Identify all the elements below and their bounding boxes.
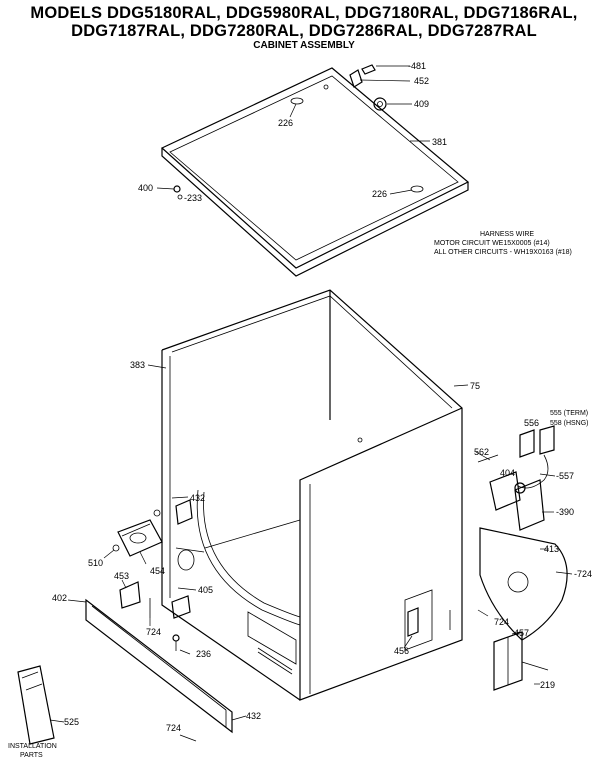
top-panel	[160, 67, 470, 277]
label-557: -557	[556, 471, 574, 481]
label-75: 75	[470, 381, 480, 391]
harness-note-title: HARNESS WIRE	[480, 231, 534, 238]
label-400: 400	[138, 183, 153, 193]
label-413: 413	[544, 544, 559, 554]
label-236: 236	[196, 649, 211, 659]
front-panel-413	[479, 527, 568, 641]
label-724-bottom: 724	[166, 723, 181, 733]
label-381: 381	[432, 137, 447, 147]
label-402: 402	[52, 593, 67, 603]
toe-panel-402	[85, 598, 233, 734]
label-456: 456	[394, 646, 409, 656]
label-457: 457	[514, 628, 529, 638]
label-390: -390	[556, 507, 574, 517]
label-525: 525	[64, 717, 79, 727]
installation-label-line2: PARTS	[20, 752, 43, 759]
label-454: 454	[150, 566, 165, 576]
label-453: 453	[114, 571, 129, 581]
installation-parts-bag	[17, 665, 55, 745]
label-555: 555 (TERM)	[550, 410, 588, 417]
label-481: -481	[408, 61, 426, 71]
leader-lines	[49, 65, 573, 742]
label-724-left: 724	[146, 627, 161, 637]
label-383: 383	[130, 360, 145, 370]
label-452: 452	[414, 76, 429, 86]
door-switch-parts	[112, 499, 193, 651]
diagram-subtitle: CABINET ASSEMBLY	[253, 40, 355, 51]
label-404: 404	[500, 468, 515, 478]
label-724-mid: 724	[494, 617, 509, 627]
label-724-right: -724	[574, 569, 592, 579]
top-hardware	[173, 64, 387, 200]
bracket-457	[493, 631, 549, 691]
cabinet-body	[161, 289, 463, 701]
diagram-title-line2: DDG7187RAL, DDG7280RAL, DDG7286RAL, DDG7…	[71, 22, 537, 40]
harness-note-motor: MOTOR CIRCUIT WE15X0005 (#14)	[434, 240, 550, 247]
label-510: 510	[88, 558, 103, 568]
label-409: 409	[414, 99, 429, 109]
label-226-bottom: 226	[372, 189, 387, 199]
label-562: 562	[474, 447, 489, 457]
label-556: 556	[524, 418, 539, 428]
harness-note-other: ALL OTHER CIRCUITS - WH19X0163 (#18)	[434, 249, 572, 256]
diagram-title-line1: MODELS DDG5180RAL, DDG5980RAL, DDG7180RA…	[30, 4, 578, 22]
label-432-bottom: 432	[246, 711, 261, 721]
label-226-top: 226	[278, 118, 293, 128]
label-233: -233	[184, 193, 202, 203]
label-219: 219	[540, 680, 555, 690]
label-405: 405	[198, 585, 213, 595]
wiring-parts	[477, 425, 555, 531]
installation-label-line1: INSTALLATION	[8, 743, 57, 750]
label-558: 558 (HSNG)	[550, 420, 589, 427]
label-432-top: 432	[190, 493, 205, 503]
part-labels: -481 452 409 226 381 400 -233 226 383 75…	[8, 61, 592, 759]
